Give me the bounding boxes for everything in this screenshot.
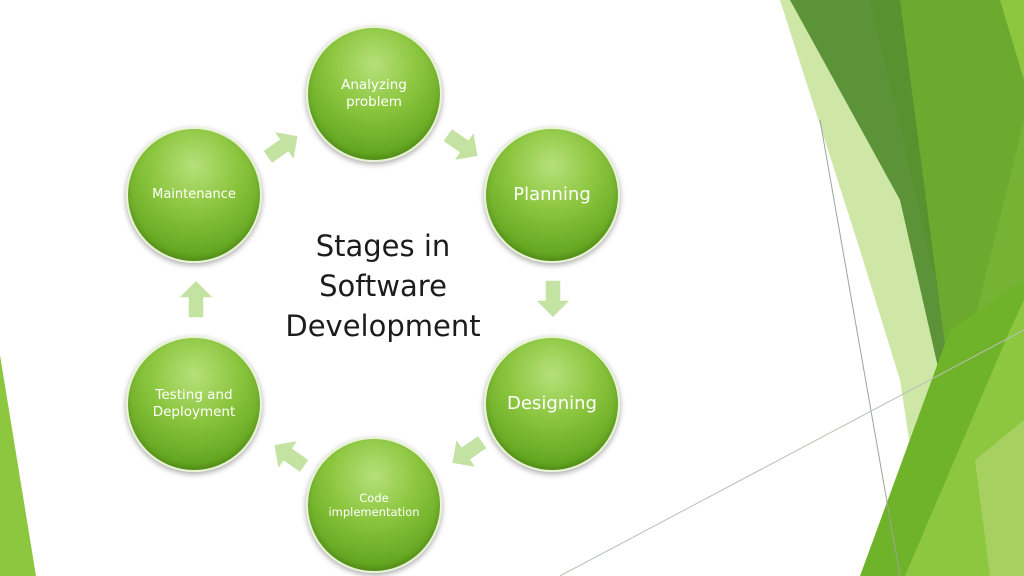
- stage-maintenance: Maintenance: [126, 127, 262, 263]
- stage-label: Maintenance: [152, 186, 236, 202]
- stage-label: Designing: [507, 392, 597, 414]
- stage-label: Code implementation: [328, 490, 420, 519]
- stage-testing-and-deployment: Testing and Deployment: [126, 336, 262, 472]
- stage-code-implementation: Code implementation: [306, 437, 442, 573]
- stage-planning: Planning: [484, 127, 620, 263]
- diagram-title: Stages in Software Development: [285, 229, 481, 344]
- stage-label: Planning: [513, 183, 591, 205]
- stage-designing: Designing: [484, 336, 620, 472]
- stage-analyzing-problem: Analyzing problem: [306, 26, 442, 162]
- stage-label: Testing and Deployment: [152, 387, 236, 420]
- stage-label: Analyzing problem: [341, 77, 407, 110]
